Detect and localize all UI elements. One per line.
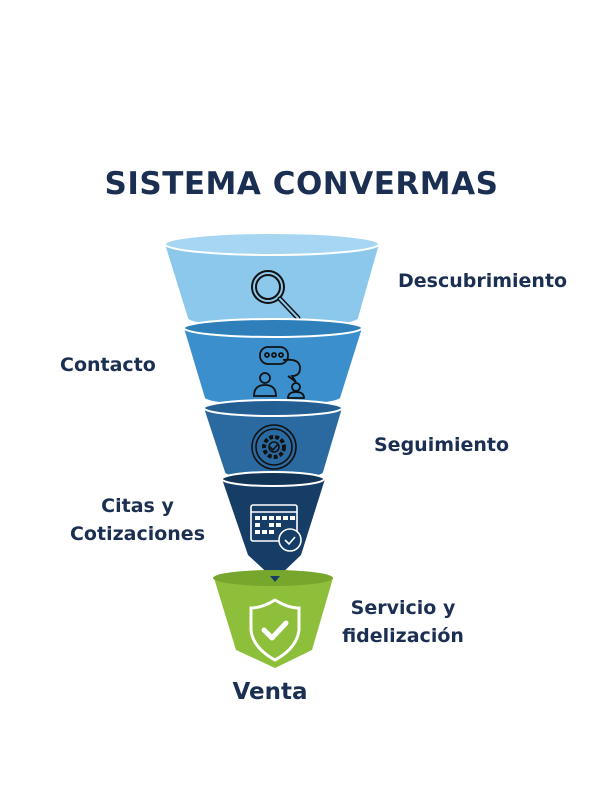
gear-cycle-icon: [251, 424, 297, 470]
funnel-stage-descubrimiento: [164, 232, 380, 327]
stage-label-descubrimiento: Descubrimiento: [398, 270, 568, 292]
funnel-stage-citas: [221, 471, 325, 580]
bottom-label-venta: Venta: [232, 679, 308, 705]
stage-label-citas-line2: Cotizaciones: [69, 523, 206, 545]
shield-check-icon: [249, 598, 301, 662]
stage-label-servicio-line2: fidelización: [342, 625, 464, 647]
chat-people-icon: [253, 346, 305, 399]
stage-label-servicio-line1: Servicio y: [350, 597, 456, 619]
calendar-check-icon: [250, 504, 302, 552]
stage-label-citas-line1: Citas y: [101, 495, 174, 517]
stage-label-contacto: Contacto: [60, 354, 156, 376]
funnel-stage-contacto: [183, 318, 363, 406]
stage-label-seguimiento: Seguimiento: [374, 434, 510, 456]
stage-label-citas: Citas y Cotizaciones: [60, 492, 215, 548]
funnel-stage-seguimiento: [203, 399, 343, 479]
magnifier-icon: [251, 270, 301, 321]
diagram-title: SISTEMA CONVERMAS: [104, 166, 499, 202]
funnel-stage-servicio: [213, 570, 333, 668]
stage-label-servicio: Servicio y fidelización: [333, 594, 473, 650]
